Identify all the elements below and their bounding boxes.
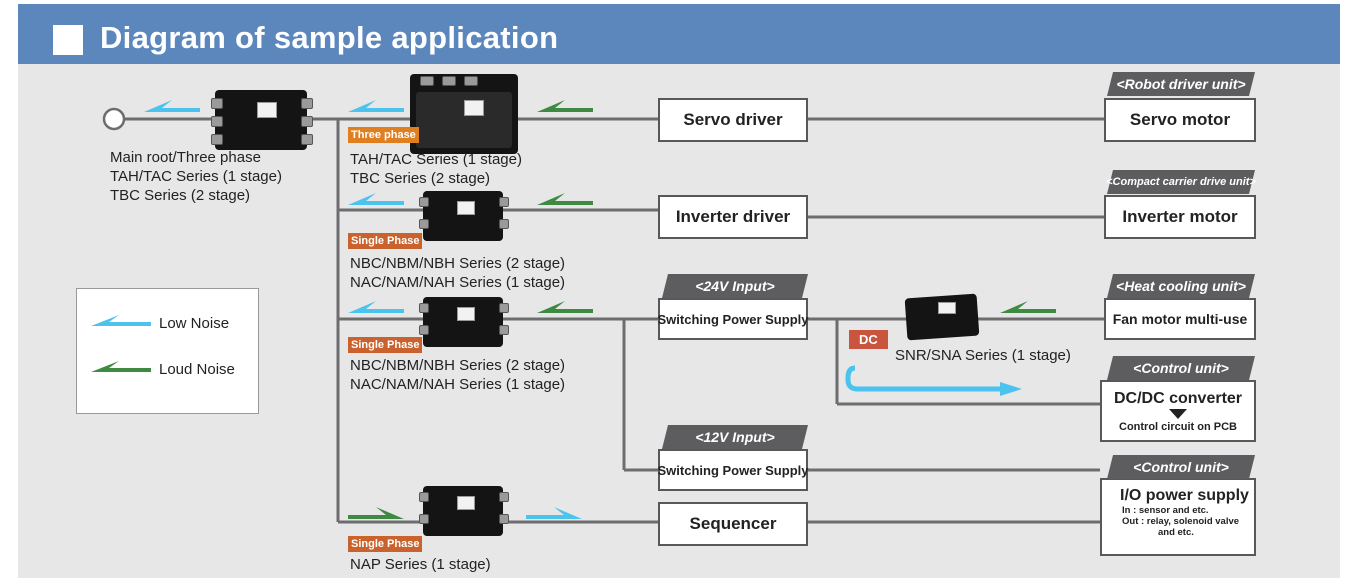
servo-motor-block: Servo motor [1104,98,1256,142]
psu-filter-label: NBC/NBM/NBH Series (2 stage) NAC/NAM/NAH… [350,356,565,394]
page-title: Diagram of sample application [100,20,559,55]
tag-compact-carrier: <Compact carrier drive unit> [1106,170,1256,194]
seq-filter-image [417,482,509,538]
loud-noise-arrow-icon [91,361,151,372]
seq-filter-label: NAP Series (1 stage) [350,555,491,574]
main-label-line: Main root/Three phase [110,149,261,166]
series-line: NAP Series (1 stage) [350,556,491,573]
low-noise-arrow [348,100,404,112]
psu24-block: Switching Power Supply [658,298,808,340]
low-noise-arrow [526,507,582,519]
dcdc-title: DC/DC converter [1113,389,1243,407]
low-noise-arrow-icon [91,315,151,326]
io-out-line-2: and etc. [1158,527,1194,538]
loud-noise-arrow [537,100,593,112]
arrow-down-icon [1169,408,1187,419]
single-phase-badge: Single Phase [348,337,423,353]
io-supply-block: I/O power supply In : sensor and etc. Ou… [1100,478,1256,556]
servo-driver-block: Servo driver [658,98,808,142]
inverter-driver-block: Inverter driver [658,195,808,239]
dc-filter-image [902,292,982,342]
loud-noise-arrow [1000,301,1056,313]
dc-badge: DC [849,330,888,349]
series-line: NAC/NAM/NAH Series (1 stage) [350,376,566,393]
inverter-filter-label: NBC/NBM/NBH Series (2 stage) NAC/NAM/NAH… [350,254,565,292]
low-noise-arrow [348,193,404,205]
legend-loud-label: Loud Noise [159,361,235,378]
dcdc-subtitle: Control circuit on PCB [1119,420,1237,433]
sequencer-block: Sequencer [658,502,808,546]
tag-robot-driver-unit: <Robot driver unit> [1110,72,1252,96]
dc-loop-arrow [845,365,1005,392]
series-line: NBC/NBM/NBH Series (2 stage) [350,357,566,374]
servo-filter-image [406,70,522,156]
series-line: TBC Series (2 stage) [350,170,491,187]
legend-low-label: Low Noise [159,315,230,332]
header-bar: Diagram of sample application [18,4,1340,64]
loud-noise-arrow [348,507,404,519]
tag-12v-input: <12V Input> [665,425,805,449]
single-phase-badge: Single Phase [348,536,423,552]
io-out-line: Out : relay, solenoid valve [1122,516,1240,527]
main-filter-image [207,84,315,154]
fan-motor-block: Fan motor multi-use [1104,298,1256,340]
legend-box: Low Noise Loud Noise [76,288,259,414]
low-noise-arrow [144,100,200,112]
main-labels: Main root/Three phase TAH/TAC Series (1 … [110,148,282,205]
inverter-filter-image [417,187,509,243]
series-line: TAH/TAC Series (1 stage) [350,151,522,168]
loud-noise-arrow [537,193,593,205]
loud-noise-arrow [537,301,593,313]
dc-loop-arrowhead [1000,382,1022,396]
main-label-line: TAH/TAC Series (1 stage) [110,168,282,185]
dcdc-block: DC/DC converter Control circuit on PCB [1100,380,1256,442]
main-root-circle [102,107,126,131]
single-phase-badge: Single Phase [348,233,423,249]
dc-filter-label: SNR/SNA Series (1 stage) [895,347,1071,364]
psu-filter-image [417,293,509,349]
io-in-line: In : sensor and etc. [1122,505,1209,516]
series-line: NAC/NAM/NAH Series (1 stage) [350,274,566,291]
tag-24v-input: <24V Input> [665,274,805,298]
io-title: I/O power supply [1120,487,1249,504]
tag-control-unit: <Control unit> [1110,356,1252,380]
series-line: NBC/NBM/NBH Series (2 stage) [350,255,566,272]
tag-control-unit: <Control unit> [1110,455,1252,479]
servo-filter-label: TAH/TAC Series (1 stage) TBC Series (2 s… [350,150,522,188]
psu12-block: Switching Power Supply [658,449,808,491]
header-square-icon [53,25,83,55]
inverter-motor-block: Inverter motor [1104,195,1256,239]
three-phase-badge: Three phase [348,127,419,143]
tag-heat-cooling-unit: <Heat cooling unit> [1110,274,1252,298]
main-label-line: TBC Series (2 stage) [110,187,251,204]
low-noise-arrow [348,301,404,313]
